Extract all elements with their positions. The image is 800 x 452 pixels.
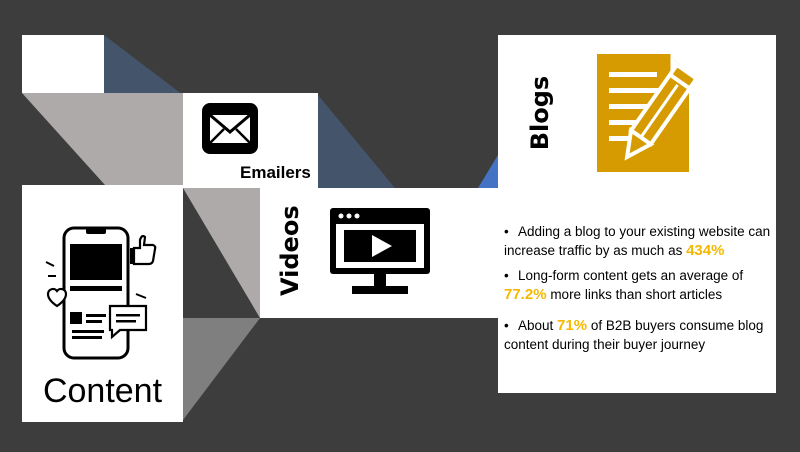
document-pencil-icon — [597, 54, 698, 172]
emailers-label: Emailers — [240, 163, 311, 182]
bullet-1-text: Adding a blog to your existing website c… — [504, 224, 771, 258]
envelope-icon — [202, 103, 258, 154]
bullet-1: •Adding a blog to your existing website … — [504, 224, 771, 259]
gray-triangle-bottom — [183, 318, 260, 420]
video-player-icon — [330, 208, 430, 294]
bullet-2-after: more links than short articles — [550, 287, 723, 302]
bullet-2: •Long-form content gets an average of 77… — [504, 268, 744, 303]
gray-triangle-middle — [183, 188, 260, 318]
bullet-2-highlight: 77.2% — [504, 286, 547, 303]
blogs-label: Blogs — [526, 75, 554, 151]
bullet-3-text: About — [518, 318, 554, 333]
smartphone-social-icon — [45, 226, 157, 360]
content-panel — [22, 185, 183, 422]
bullet-3-after: of B2B buyers consume blog content durin… — [504, 318, 764, 352]
content-label: Content — [42, 372, 163, 410]
bullet-3: •About 71% of B2B buyers consume blog co… — [504, 317, 764, 352]
navy-triangle-top — [104, 35, 183, 95]
navy-wedge-middle — [318, 95, 395, 188]
bullet-2-text: Long-form content gets an average of — [518, 268, 744, 283]
blue-accent-triangle — [478, 155, 498, 188]
videos-label: Videos — [276, 205, 304, 296]
bullet-3-highlight: 71% — [557, 317, 588, 334]
bullet-1-highlight: 434% — [686, 242, 725, 259]
corner-square — [22, 35, 104, 93]
emailers-panel: Emailers — [183, 93, 318, 188]
gray-band-left — [22, 93, 183, 185]
